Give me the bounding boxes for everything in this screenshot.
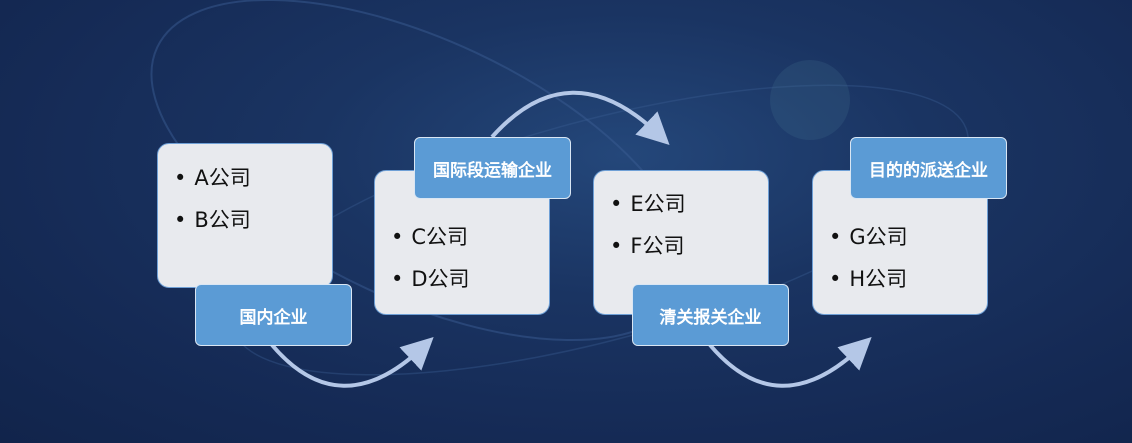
company-item: G公司	[829, 223, 907, 265]
company-item: D公司	[391, 265, 469, 307]
stage-1-title: 国内企业	[195, 284, 352, 346]
company-item: C公司	[391, 223, 470, 265]
stage-3-title: 清关报关企业	[632, 284, 789, 346]
arrow-3-to-4	[708, 337, 872, 388]
stage-2-title: 国际段运输企业	[414, 137, 571, 199]
arrow-1-to-2	[270, 337, 434, 388]
stage-4-title: 目的的派送企业	[850, 137, 1007, 199]
arrow-2-to-3	[490, 90, 670, 146]
stage-1-card: A公司 B公司	[157, 143, 333, 288]
company-item: B公司	[174, 206, 250, 248]
company-item: A公司	[174, 164, 251, 206]
company-item: E公司	[610, 190, 685, 232]
company-item: F公司	[610, 232, 686, 274]
company-item: H公司	[829, 265, 908, 307]
